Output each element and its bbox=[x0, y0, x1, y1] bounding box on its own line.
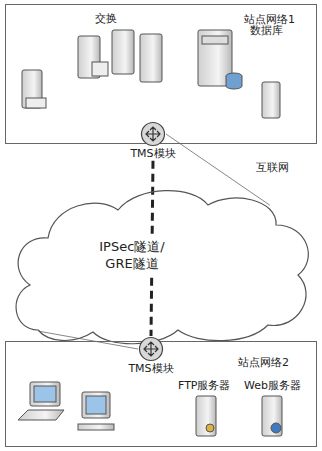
link-line bbox=[166, 134, 270, 205]
node-label: TMS模块 bbox=[122, 362, 180, 376]
device-label: 数据库 bbox=[250, 24, 283, 38]
device-label: Web服务器 bbox=[244, 379, 301, 393]
router-node: TMS模块 bbox=[122, 336, 180, 376]
router-icon bbox=[140, 121, 166, 147]
internet-cloud: IPSec隧道/ GRE隧道 bbox=[8, 180, 316, 348]
device-label: 交换 bbox=[95, 12, 117, 26]
device-label: 互联网 bbox=[256, 161, 289, 175]
device-label: FTP服务器 bbox=[178, 379, 231, 393]
node-label: 站点网络2 bbox=[238, 356, 289, 370]
tunnel-label: IPSec隧道/ GRE隧道 bbox=[86, 238, 178, 274]
node-label: TMS模块 bbox=[124, 147, 182, 161]
site-box: 站点网络2 bbox=[5, 341, 317, 447]
router-icon bbox=[138, 336, 164, 362]
router-node: TMS模块 bbox=[124, 121, 182, 161]
